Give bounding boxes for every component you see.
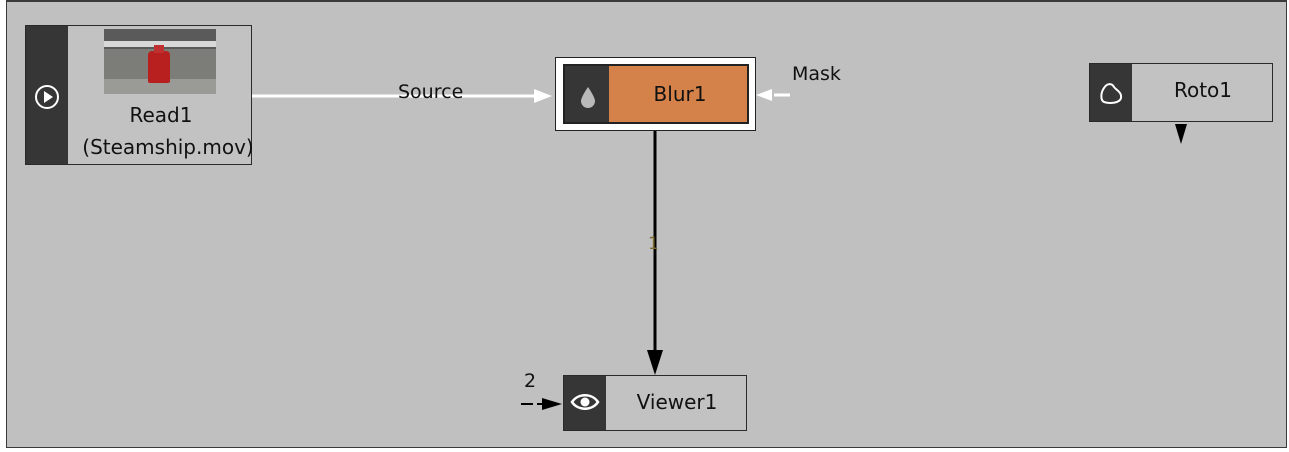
eye-icon [570, 391, 600, 413]
blur-node[interactable]: Blur1 [563, 64, 749, 124]
roto-node[interactable]: Roto1 [1089, 63, 1273, 122]
source-label: Source [398, 81, 464, 103]
read-node-file: (Steamship.mov) [82, 135, 254, 159]
viewer-input-index: 2 [524, 370, 537, 392]
roto-node-side [1090, 64, 1132, 121]
viewer-node[interactable]: Viewer1 [563, 375, 747, 431]
roto-node-name: Roto1 [1173, 78, 1233, 102]
blur-node-name: Blur1 [653, 82, 707, 106]
read-node[interactable]: Read1 (Steamship.mov) [25, 25, 254, 165]
blob-icon [1098, 80, 1124, 106]
blur-output-index: 1 [648, 234, 659, 254]
read-thumbnail [104, 29, 216, 94]
droplet-icon [580, 86, 596, 108]
viewer-node-name: Viewer1 [636, 390, 718, 414]
mask-label: Mask [792, 63, 841, 85]
read-node-name: Read1 [129, 103, 193, 127]
play-icon[interactable] [34, 84, 60, 110]
